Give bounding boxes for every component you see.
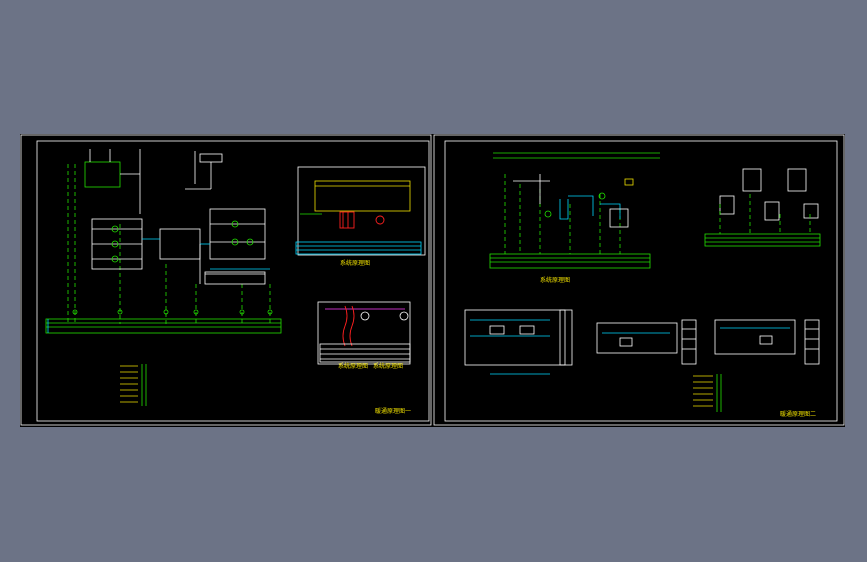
right-top-units xyxy=(704,168,821,247)
left-detail-ahu-1: 系统原理图 xyxy=(295,166,426,267)
left-detail-1-caption: 系统原理图 xyxy=(340,259,370,267)
sheet-right: 系统原理图 xyxy=(433,134,845,426)
left-pump-group xyxy=(91,208,270,285)
right-main-caption: 系统原理图 xyxy=(540,276,570,284)
sheet-right-inner-frame xyxy=(444,140,838,422)
left-top-equipment xyxy=(84,149,223,214)
sheet-left-outer-frame xyxy=(20,134,432,426)
right-main-schematic: 系统原理图 xyxy=(489,152,660,284)
left-sheet-title: 暖通原理图一 xyxy=(375,407,411,415)
right-control-diagram-1 xyxy=(464,309,573,375)
left-detail-2-caption: 系统原理图 xyxy=(338,362,368,370)
sheet-right-outer-frame xyxy=(433,134,845,426)
left-legend xyxy=(120,364,147,406)
left-detail-3-caption: 系统原理图 xyxy=(373,362,403,370)
left-detail-ahu-2: 系统原理图 系统原理图 xyxy=(317,301,411,370)
cad-drawing-canvas[interactable]: .g{stroke:#22e000;fill:none;stroke-width… xyxy=(20,134,845,427)
sheet-left-inner-frame xyxy=(36,140,430,422)
sheet-left: 系统原理图 系统原理图 系统原理图 暖通原理图一 xyxy=(20,134,432,426)
cad-drawing: .g{stroke:#22e000;fill:none;stroke-width… xyxy=(20,134,845,426)
right-control-diagram-2 xyxy=(596,319,697,365)
right-legend xyxy=(693,374,722,412)
right-sheet-title: 暖通原理图二 xyxy=(780,410,816,418)
left-header-bus xyxy=(45,309,282,334)
right-control-diagram-3 xyxy=(714,319,820,365)
